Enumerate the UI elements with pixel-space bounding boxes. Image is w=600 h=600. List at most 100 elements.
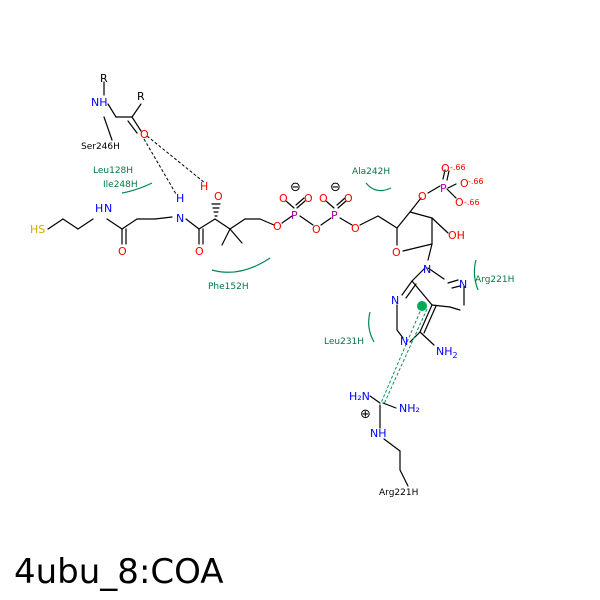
bond — [229, 218, 246, 230]
bond — [131, 103, 142, 118]
atom-p3: P — [440, 182, 447, 195]
bond — [107, 103, 117, 118]
bond — [427, 185, 441, 194]
bond — [442, 169, 446, 180]
atom-ester-o: O — [351, 222, 360, 235]
bond — [409, 331, 421, 343]
bond — [447, 279, 459, 284]
bond — [185, 218, 200, 230]
atom-p2-o-double: O — [344, 192, 353, 205]
bond — [431, 304, 451, 308]
bond — [299, 215, 314, 226]
bond — [77, 218, 94, 230]
atom-amide-h2: H — [176, 192, 184, 205]
bond — [431, 217, 449, 234]
bond — [401, 280, 413, 296]
bond — [402, 243, 433, 252]
bond — [409, 211, 433, 219]
atom-p3-o-bottom: O — [455, 196, 464, 209]
hydrophobic-contacts — [121, 182, 479, 343]
bond — [296, 200, 306, 209]
atom-ring-o: O — [392, 246, 401, 259]
bond — [214, 218, 231, 230]
bond — [411, 280, 433, 306]
charge-arg-plus: ⊕ — [360, 407, 371, 422]
residue-label-phe152h: Phe152H — [208, 282, 249, 292]
bond — [325, 200, 335, 209]
bond — [447, 183, 457, 189]
bond — [396, 211, 411, 229]
hydrophobic-arc-leu128h-ile248h — [121, 182, 153, 194]
bond — [47, 218, 64, 230]
atom-oh3: OH — [448, 229, 465, 242]
hydrophobic-arc-leu231h — [368, 311, 375, 343]
pi-cation-line — [383, 308, 428, 405]
bond — [259, 218, 275, 226]
bond — [419, 331, 435, 346]
atom-p1: P — [291, 209, 298, 222]
charge-p3-partial-3: -.66 — [464, 198, 480, 207]
residue-labels: Ser246H Leu128H Ile248H Ala242H Phe152H … — [81, 142, 514, 498]
pi-cation-line — [380, 306, 423, 404]
bond — [427, 243, 433, 261]
atom-p2: P — [331, 209, 338, 222]
bond — [369, 395, 381, 404]
atom-labels: R NH R O HS H N O H N O H O O P O O O P … — [30, 72, 469, 440]
bond — [446, 170, 450, 181]
bond — [409, 197, 422, 213]
bond — [396, 329, 404, 339]
bond — [405, 283, 417, 299]
atom-amide-o2: O — [195, 245, 204, 258]
bond — [121, 218, 138, 230]
residue-label-leu231h: Leu231H — [324, 337, 364, 347]
ligand-title: 4ubu_8:COA — [14, 552, 224, 592]
hydrogen-bonds — [143, 135, 206, 195]
residue-label-ser246h: Ser246H — [81, 142, 120, 152]
atom-arg-nh2a: H₂N — [349, 390, 370, 403]
bond — [339, 217, 353, 226]
atom-n1: N — [400, 335, 408, 348]
hydrophobic-arc-arg221h — [473, 259, 479, 291]
hydrophobic-arc-ala242h — [365, 182, 392, 192]
charge-p1-minus: ⊖ — [290, 180, 301, 195]
atom-p3-o-right: O — [460, 177, 469, 190]
atom-arg-nh: NH — [370, 427, 387, 440]
bond — [106, 218, 123, 230]
atom-p1-o-minus: O — [279, 192, 288, 205]
bond — [131, 116, 142, 132]
atom-ser-o: O — [140, 128, 149, 141]
bond — [383, 438, 401, 452]
atom-amide-h1: H — [95, 202, 103, 215]
bond — [419, 304, 433, 333]
bond — [295, 197, 305, 206]
bond — [103, 116, 113, 141]
residue-label-ile248h: Ile248H — [103, 180, 138, 190]
atom-n9: N — [423, 263, 431, 276]
atom-thiol: HS — [30, 223, 45, 236]
bond — [229, 228, 243, 244]
bond — [281, 215, 293, 224]
pi-cation-interaction — [380, 306, 428, 405]
atom-ser-r2: R — [137, 90, 145, 103]
bond — [411, 267, 426, 282]
atom-pan-o: O — [273, 220, 282, 233]
atom-nh2: NH2 — [436, 345, 458, 360]
aromatic-ring-centroid — [417, 301, 427, 311]
bond — [449, 306, 461, 311]
atom-n3: N — [391, 294, 399, 307]
charges: ⊖ ⊖ -.66 -.66 -.66 ⊕ — [290, 163, 484, 422]
charge-p3-partial-1: -.66 — [450, 163, 466, 172]
bond — [399, 469, 409, 487]
bond — [62, 218, 79, 230]
bond — [377, 215, 398, 229]
atom-arg-nh2b: NH₂ — [399, 402, 420, 415]
bond — [337, 200, 347, 209]
residue-label-arg221h-pocket: Arg221H — [475, 275, 514, 285]
atom-p1-o-double: O — [304, 192, 313, 205]
atom-hydroxyl-o: O — [214, 190, 223, 203]
atom-o3-link: O — [418, 190, 427, 203]
hashed-bond — [211, 203, 221, 217]
atom-hydroxyl-h: H — [200, 180, 208, 193]
